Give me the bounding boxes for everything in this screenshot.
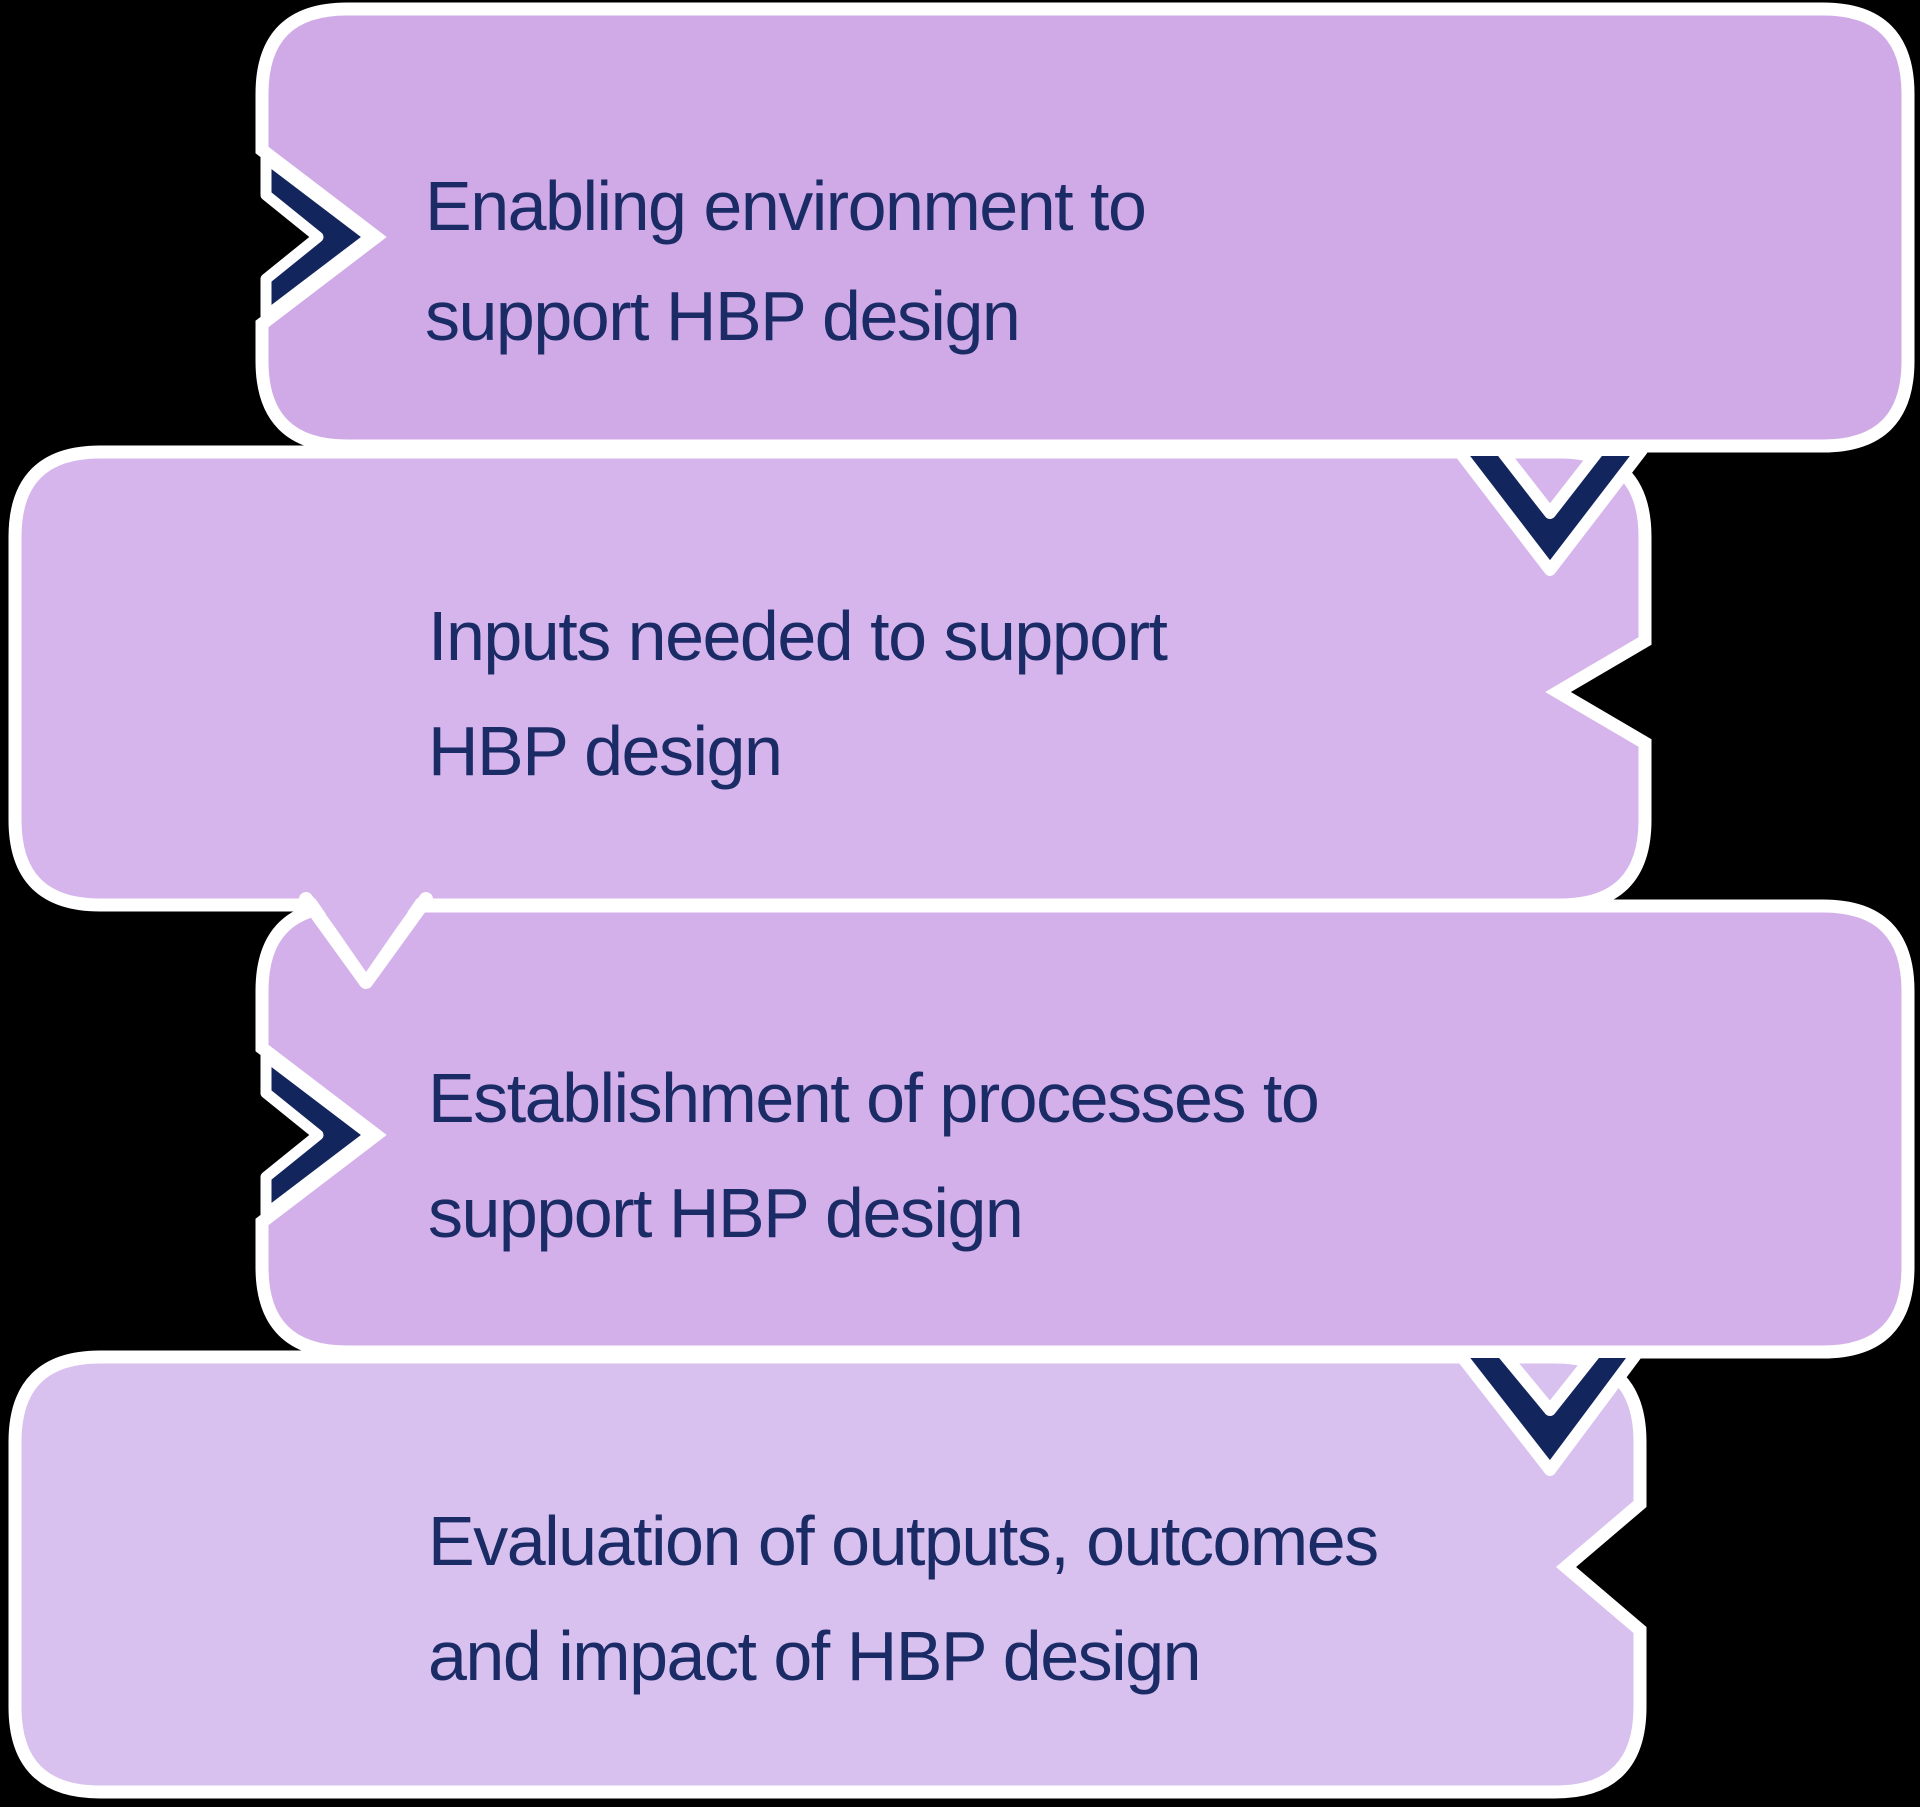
step-3-chevron-right-icon	[260, 1050, 376, 1220]
step-3-label-line-2: support HBP design	[428, 1174, 1022, 1252]
step-3-label-line-1: Establishment of processes to	[428, 1059, 1318, 1137]
step-2-box	[8, 445, 1652, 912]
step-3-to-4-arrow-down-icon	[1452, 1346, 1644, 1476]
step-1-to-2-arrow-down-icon	[1452, 444, 1648, 576]
step-1-label-line-2: support HBP design	[425, 277, 1019, 355]
step-4-label-line-2: and impact of HBP design	[428, 1617, 1200, 1695]
step-1-label-line-1: Enabling environment to	[425, 167, 1145, 245]
label-layer: Enabling environment to support HBP desi…	[425, 167, 1379, 1695]
step-1-chevron-right-icon	[260, 152, 376, 322]
shape-layer	[8, 2, 1915, 1799]
step-2-to-3-connector-outline	[299, 892, 433, 989]
step-2-label-line-1: Inputs needed to support	[428, 597, 1168, 675]
step-4-label-line-1: Evaluation of outputs, outcomes	[428, 1502, 1378, 1580]
step-2-to-3-connector-tail	[310, 891, 422, 972]
step-4-box	[8, 1350, 1647, 1799]
step-2-label-line-2: HBP design	[428, 712, 781, 790]
